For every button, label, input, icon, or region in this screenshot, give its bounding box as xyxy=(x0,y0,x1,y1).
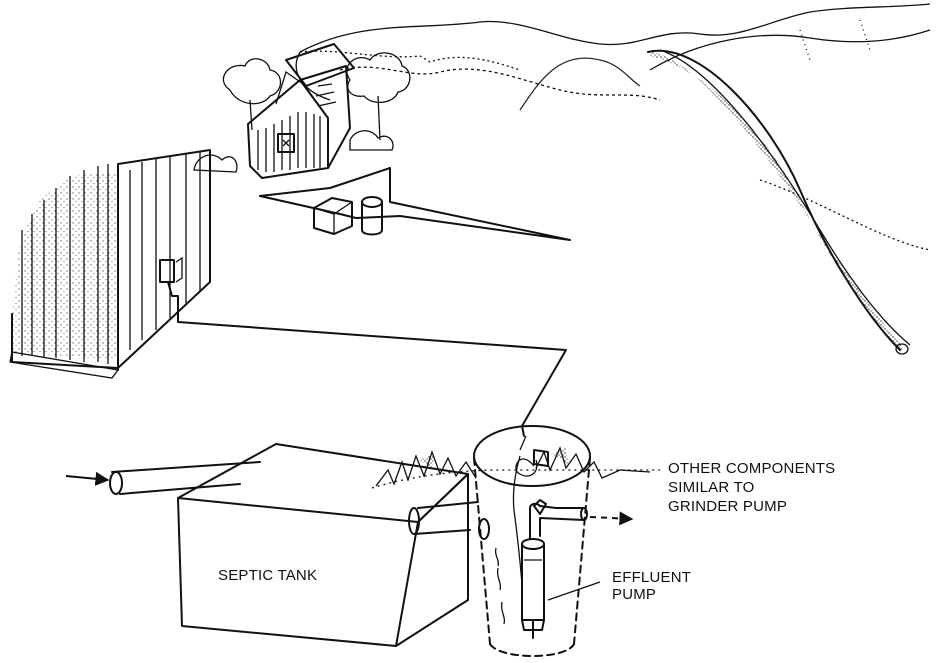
discharge-pipe xyxy=(529,499,588,539)
building-wall xyxy=(9,149,211,379)
inflow-arrow xyxy=(65,471,110,486)
yard-box xyxy=(313,197,353,235)
pump-chamber xyxy=(473,425,591,657)
septic-tank xyxy=(177,443,469,647)
effluent-pump-label: EFFLUENT PUMP xyxy=(612,569,695,603)
effluent-pump-leader xyxy=(547,581,601,601)
house xyxy=(247,43,355,179)
road-embankment xyxy=(647,49,931,355)
pump-cable xyxy=(512,435,527,585)
inlet-pipe xyxy=(109,461,261,495)
effluent-pump xyxy=(521,538,545,639)
yard-tank-cylinder xyxy=(361,196,383,236)
yard-outline xyxy=(259,167,571,241)
control-wire xyxy=(167,281,567,437)
tree-left xyxy=(222,58,282,131)
components-note: OTHER COMPONENTS SIMILAR TO GRINDER PUMP xyxy=(668,460,840,515)
tree-right xyxy=(346,52,411,141)
junction-box xyxy=(515,449,549,477)
septic-tank-label: SEPTIC TANK xyxy=(218,567,317,584)
hills-background xyxy=(295,3,931,111)
outflow-arrow xyxy=(589,511,634,526)
outlet-pipe xyxy=(408,501,479,535)
